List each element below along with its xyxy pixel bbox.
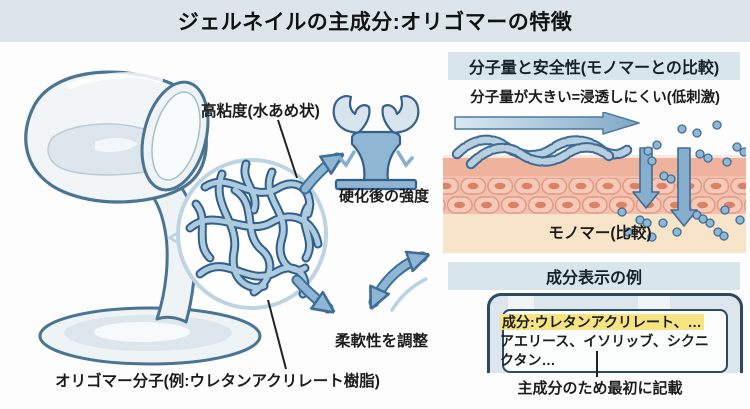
arrow-to-strength: [299, 158, 337, 195]
beaker: [24, 70, 210, 204]
arrow-to-flexibility: [291, 274, 328, 308]
liquid-puddle: [38, 306, 262, 366]
monomer-label: モノマー(比較): [548, 225, 652, 242]
oligomer-illustration: [24, 70, 440, 370]
flexed-arms-pedestal-icon: [332, 95, 420, 191]
curved-double-arrow-icon: [368, 257, 426, 310]
ingredient-line2: アエリース、イソリッブ、シクニ: [500, 333, 709, 349]
highlighted-ingredient: 成分:ウレタンアクリレート、…: [500, 314, 704, 330]
ingredient-list: 成分:ウレタンアクリレート、… アエリース、イソリッブ、シクニ クタン…: [500, 313, 732, 370]
strength-label: 硬化後の強度: [338, 188, 429, 205]
note-leader-line: [596, 351, 598, 377]
low-penetration-arrow: [454, 112, 640, 135]
title-band: ジェルネイルの主成分:オリゴマーの特徴: [0, 0, 750, 42]
ingredient-line3: クタン…: [500, 352, 556, 368]
monomer-molecules: [617, 120, 746, 242]
oligomer-chains: [451, 134, 633, 170]
flexibility-label: 柔軟性を調整: [335, 333, 429, 350]
main-component-note: 主成分のため最初に記載: [517, 380, 683, 397]
viscosity-leader-line: [277, 119, 298, 179]
skin-penetration-diagram: [443, 112, 746, 253]
ingredient-panel-header: 成分表示の例: [448, 262, 740, 290]
molecular-panel-subtitle: 分子量が大きい=浸透しにくい(低刺激): [470, 90, 720, 106]
polymer-chains: [185, 159, 323, 299]
molecular-panel-header: 分子量と安全性(モノマーとの比較): [448, 52, 740, 80]
oligomer-caption: オリゴマー分子(例:ウレタンアクリレート樹脂): [55, 373, 380, 390]
caption-leader-line: [267, 299, 287, 370]
page-title: ジェルネイルの主成分:オリゴマーの特徴: [177, 11, 573, 34]
zoom-circle-callout-icon: [176, 158, 328, 310]
viscosity-label: 高粘度(水あめ状): [201, 103, 320, 120]
skin-layers: [443, 155, 746, 253]
down-arrows-icon: [632, 147, 698, 227]
